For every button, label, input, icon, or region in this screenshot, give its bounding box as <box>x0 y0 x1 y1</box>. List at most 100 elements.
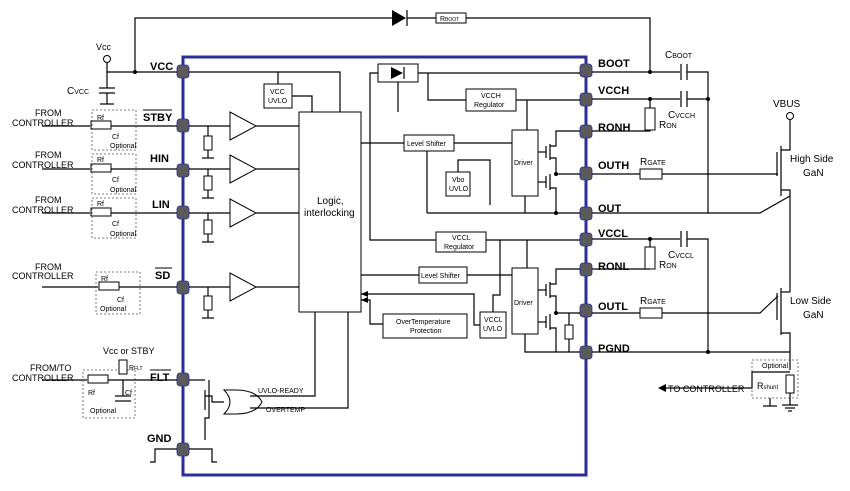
flt-cf: Cf <box>125 390 132 397</box>
stby-filter-optional-box <box>91 109 137 151</box>
vccl-uvlo-box <box>479 311 507 339</box>
wire-vccl-from-vcc <box>369 112 436 241</box>
pad-vccl <box>579 232 593 247</box>
pgnd-sense-resistor-icon <box>564 324 574 340</box>
wire-to-controller <box>665 371 790 389</box>
stby-optional: Optional <box>110 143 137 150</box>
sd-cf: Cf <box>117 297 124 304</box>
pad-outh <box>579 166 593 181</box>
wire-pgnd-internal <box>524 334 580 353</box>
overtemp-text-1: OverTemperature <box>396 319 451 326</box>
junction-boot <box>648 70 652 74</box>
wire-cboot-out <box>687 71 709 213</box>
wire-gnd-left <box>150 448 177 463</box>
high-side-output-fets <box>538 130 580 213</box>
wire-diode-logic <box>369 72 378 112</box>
logic-text-1: Logic, <box>317 196 344 207</box>
logic-text-2: interlocking <box>304 208 355 219</box>
flt-optional: Optional <box>90 408 117 415</box>
wire-vbo-uvlo <box>457 159 491 205</box>
from-ctrl-lin-1: FROM <box>35 195 62 205</box>
wire-ronh-bot <box>592 130 651 132</box>
wire-uvlo-ready <box>250 312 316 397</box>
lin-filter-optional-box <box>91 197 137 239</box>
lin-cf: Cf <box>112 221 119 228</box>
pin-label-ronh: RONH <box>598 122 630 134</box>
pin-label-lin: LIN <box>152 199 170 211</box>
hin-input-chain <box>42 154 299 199</box>
ls-gan-source <box>781 332 791 370</box>
or-gate-icon <box>222 389 263 415</box>
pin-label-outh: OUTH <box>598 160 629 172</box>
pin-label-vcc: VCC <box>150 61 173 73</box>
vccl-reg-text-1: VCCL <box>452 235 471 242</box>
arrow-vccl-uvlo-icon <box>361 291 368 297</box>
from-to-ctrl-2: CONTROLLER <box>12 373 74 383</box>
wire-rgate-low <box>662 295 779 314</box>
cboot-label: CBOOT <box>665 50 693 61</box>
rgate-high-label: RGATE <box>640 157 666 168</box>
rboot-label: RBOOT <box>440 16 459 23</box>
hin-cf: Cf <box>112 177 119 184</box>
vccl-uvlo-text-1: VCCL <box>484 317 503 324</box>
wire-gnd-right <box>189 448 217 463</box>
pad-stby <box>176 118 190 133</box>
stby-input-chain <box>42 111 299 159</box>
vbo-uvlo-box <box>445 171 471 197</box>
wire-boot-right <box>466 17 680 73</box>
sd-optional: Optional <box>100 306 127 313</box>
flt-rf-resistor-icon <box>87 374 109 384</box>
from-to-ctrl-1: FROM/TO <box>30 363 71 373</box>
vbus-label: VBUS <box>773 99 801 110</box>
rflt-label: RFLT <box>129 365 143 372</box>
hs-gan-source <box>781 189 791 196</box>
pad-hin <box>176 163 190 178</box>
low-side-label-2: GaN <box>803 310 824 321</box>
from-ctrl-stby-2: CONTROLLER <box>12 118 74 128</box>
rflt-resistor-icon <box>118 359 128 375</box>
vccl-reg-text-2: Regulator <box>444 244 475 251</box>
junction-pgnd <box>706 350 710 354</box>
from-ctrl-stby-1: FROM <box>35 108 62 118</box>
pad-boot <box>579 63 593 78</box>
wire-cvccl-out <box>687 238 709 352</box>
wire-out-pin <box>592 195 791 214</box>
pad-pgnd <box>579 345 593 360</box>
wire-gate-out <box>205 395 224 403</box>
junction-cvcch <box>706 97 710 101</box>
pad-gnd <box>176 442 190 457</box>
vccl-regulator-box <box>435 231 487 253</box>
rgate-high-resistor-icon <box>639 168 663 180</box>
ronl-resistor-icon <box>644 246 656 270</box>
from-ctrl-lin-2: CONTROLLER <box>12 205 74 215</box>
flt-fet-channel <box>204 380 210 420</box>
junction-vcc <box>133 70 137 74</box>
wire-overtemp <box>250 312 349 409</box>
vcch-reg-text-2: Regulator <box>474 102 505 109</box>
vcc-uvlo-text-1: VCC <box>270 89 285 96</box>
ronh-resistor-icon <box>644 107 656 131</box>
vcc-or-stby-label: Vcc or STBY <box>103 346 155 356</box>
pin-label-outl: OUTL <box>598 301 628 313</box>
stby-rf: Rf <box>97 115 104 122</box>
uvlo-ready-label: UVLO-READY <box>258 388 304 395</box>
high-side-label-1: High Side <box>790 154 834 165</box>
level-shifter-low-text: Level Shifter <box>421 273 461 280</box>
rgate-low-label: RGATE <box>640 296 666 307</box>
vbus-terminal-icon <box>786 112 794 120</box>
wire-vbus <box>781 120 791 151</box>
level-shifter-high-text: Level Shifter <box>407 141 447 148</box>
vccl-uvlo-text-2: UVLO <box>483 326 503 333</box>
to-controller-arrow-icon <box>658 384 666 392</box>
vcc-terminal-icon <box>103 55 111 63</box>
pin-label-flt: FLT <box>150 372 170 384</box>
pin-label-vccl: VCCL <box>598 228 628 240</box>
sd-rf: Rf <box>101 276 108 283</box>
lin-input-chain <box>42 198 299 243</box>
lin-rf: Rf <box>97 201 104 208</box>
sd-filter-optional-box <box>95 271 141 315</box>
lin-optional: Optional <box>110 231 137 238</box>
rgate-low-resistor-icon <box>639 307 663 319</box>
junction-outl <box>554 311 558 315</box>
